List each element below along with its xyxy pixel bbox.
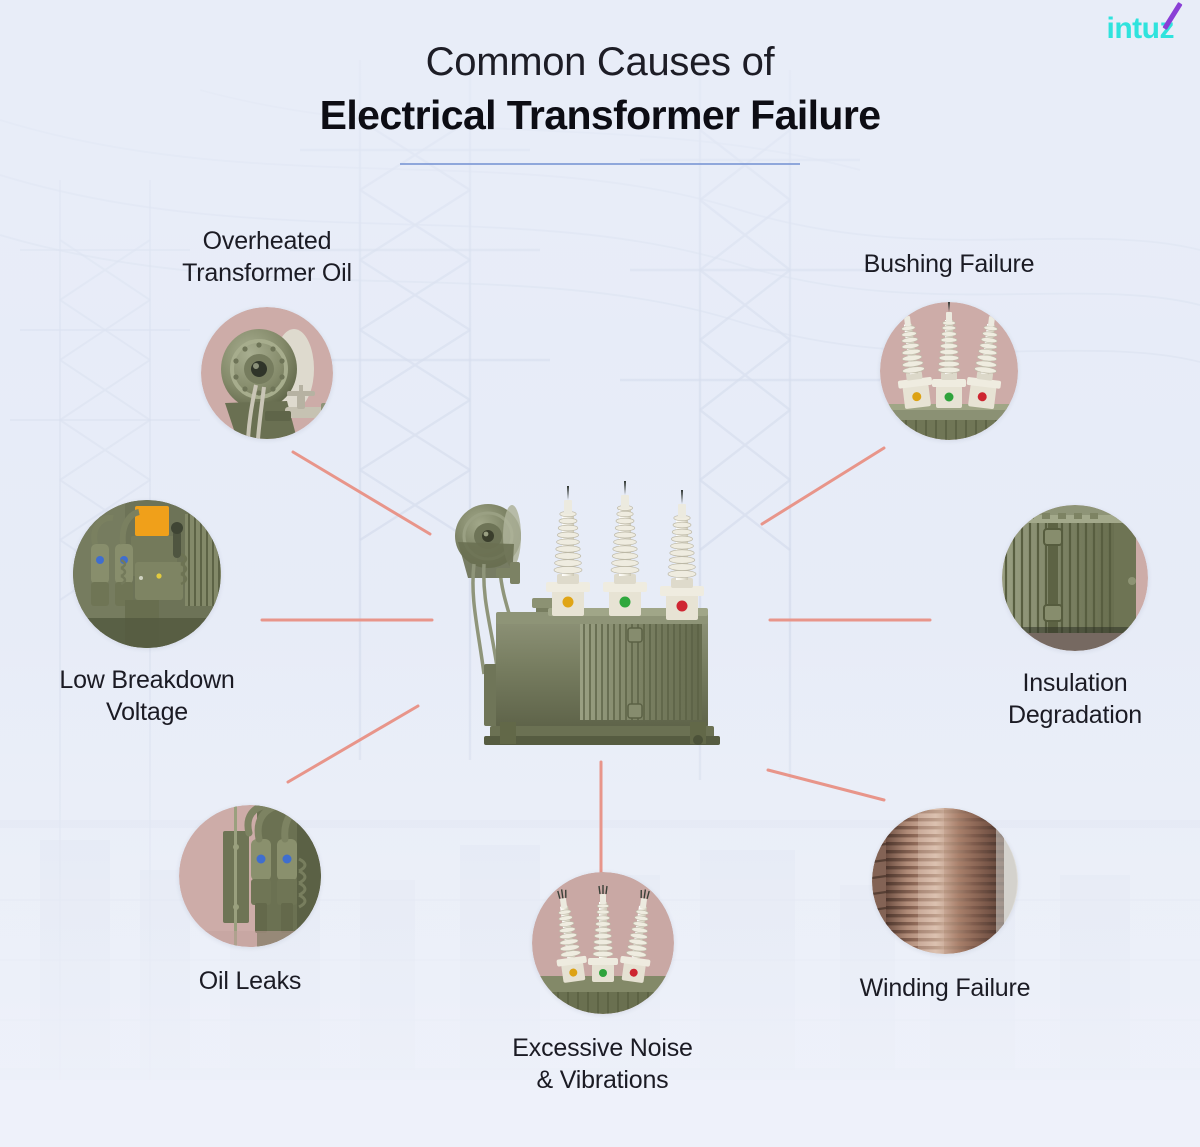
page-header: Common Causes of Electrical Transformer … bbox=[0, 40, 1200, 165]
node-image-excessive-noise-and-vibrations bbox=[531, 872, 674, 1014]
intuz-logo: intuz bbox=[1106, 1, 1183, 45]
logo-text: intu bbox=[1106, 12, 1160, 45]
connector-oil-leaks bbox=[286, 704, 420, 784]
node-image-overheated-transformer-oil bbox=[201, 307, 333, 439]
node-image-oil-leaks bbox=[179, 805, 321, 947]
transformer-base bbox=[484, 722, 720, 745]
title-divider bbox=[400, 163, 800, 165]
node-label-oil-leaks: Oil Leaks bbox=[198, 967, 302, 995]
connector-bushing-failure bbox=[760, 446, 886, 526]
connector-winding-failure bbox=[766, 768, 886, 802]
node-winding-failure: Winding Failure bbox=[820, 808, 1070, 1004]
node-image-insulation-degradation bbox=[1002, 505, 1148, 651]
center-transformer-image bbox=[455, 481, 720, 745]
node-excessive-noise-and-vibrations: Excessive Noise & Vibrations bbox=[460, 872, 745, 1096]
node-overheated-transformer-oil: Overheated Transformer Oil bbox=[112, 225, 422, 439]
connector-overheated-oil bbox=[291, 450, 432, 536]
hv-bushings bbox=[546, 481, 704, 620]
node-label-winding-failure: Winding Failure bbox=[859, 974, 1031, 1002]
node-image-low-breakdown-voltage bbox=[73, 500, 221, 648]
node-label-bushing-failure: Bushing Failure bbox=[863, 250, 1035, 278]
node-insulation-degradation: Insulation Degradation bbox=[955, 505, 1195, 731]
node-bushing-failure: Bushing Failure bbox=[810, 248, 1088, 440]
radiator-fins bbox=[580, 624, 702, 720]
node-oil-leaks: Oil Leaks bbox=[110, 805, 390, 997]
page-title-line2: Electrical Transformer Failure bbox=[319, 92, 881, 138]
logo-accent-letter: z bbox=[1160, 1, 1183, 45]
node-image-winding-failure bbox=[872, 808, 1018, 954]
page-title-line1: Common Causes of bbox=[425, 40, 775, 84]
node-label-low-breakdown-voltage: Low Breakdown Voltage bbox=[59, 666, 235, 726]
node-low-breakdown-voltage: Low Breakdown Voltage bbox=[12, 500, 282, 728]
pipe-fittings bbox=[496, 562, 520, 584]
node-label-overheated-transformer-oil: Overheated Transformer Oil bbox=[182, 227, 352, 287]
node-label-excessive-noise-and-vibrations: Excessive Noise & Vibrations bbox=[512, 1034, 693, 1094]
node-label-insulation-degradation: Insulation Degradation bbox=[1007, 669, 1142, 729]
node-image-bushing-failure bbox=[880, 302, 1018, 440]
